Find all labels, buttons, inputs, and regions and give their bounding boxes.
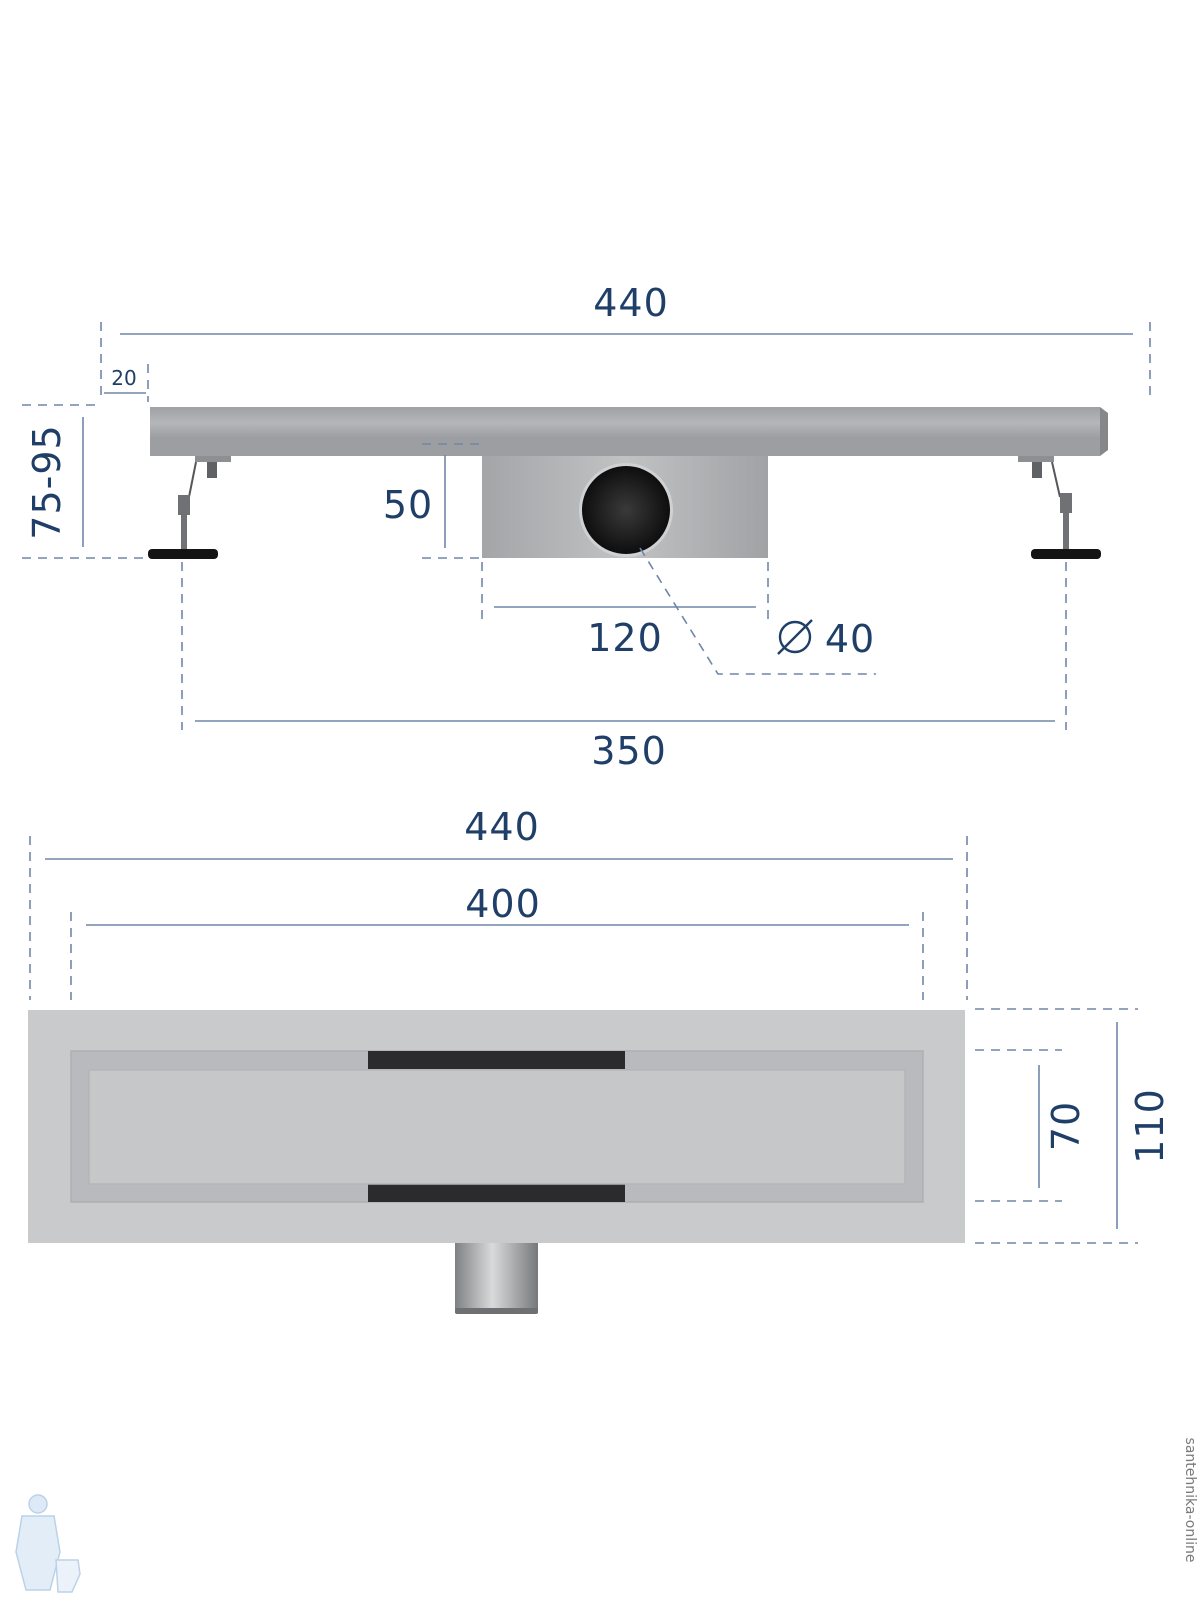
left-foot-nut [207,462,217,478]
dim-label-75-95: 75-95 [25,424,69,539]
right-foot-leg [1051,461,1061,498]
grate-gap-top [368,1051,625,1069]
dim-label-440-top: 440 [464,805,540,849]
dim-label-70: 70 [1044,1101,1088,1151]
left-foot-bolt [178,495,190,515]
channel-top-frame [150,407,1100,439]
outlet-pipe [455,1243,538,1313]
left-foot-leg [188,461,197,498]
channel-end-cap [1100,407,1108,456]
dim-label-400: 400 [465,882,541,926]
dim-label-40: 40 [825,617,875,661]
left-foot-bracket [195,456,231,462]
outlet-pipe-end [455,1308,538,1314]
dim-label-120: 120 [587,616,663,660]
grate-gap-bottom [368,1184,625,1202]
side-view: 440 20 75-95 50 [22,281,1151,773]
right-foot-bolt [1060,493,1072,513]
top-view: 440 400 70 110 [28,805,1172,1314]
dim-label-110: 110 [1128,1088,1172,1164]
grate-cover [88,1069,906,1185]
dim-label-440-side: 440 [593,281,669,325]
plumber-mascot-icon [15,1494,81,1593]
right-foot-rod [1063,513,1069,551]
leader-line-40 [639,547,876,675]
watermark-text: santehnika-online [1182,1438,1198,1563]
diameter-icon [777,619,813,655]
right-foot-nut [1032,462,1042,478]
left-foot-rod [181,515,187,551]
left-foot-pad [148,549,218,559]
dim-label-50: 50 [383,483,433,527]
outlet-hole [582,466,670,554]
dim-label-20: 20 [111,366,136,390]
channel-lower-lip [150,439,1100,456]
right-foot-bracket [1018,456,1054,462]
right-foot-pad [1031,549,1101,559]
dim-label-350: 350 [591,729,667,773]
